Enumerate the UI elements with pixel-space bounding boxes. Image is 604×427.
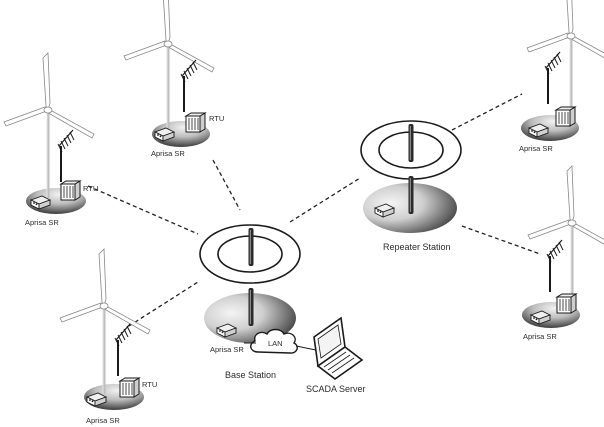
lan-label: LAN [268, 339, 283, 348]
aprisa-label: Aprisa SR [151, 149, 185, 158]
rtu-label: RTU [142, 380, 157, 389]
aprisa-label: Aprisa SR [519, 144, 553, 153]
aprisa-label: Aprisa SR [523, 332, 557, 341]
radio-links [87, 93, 541, 327]
wind-turbine-icon [122, 0, 216, 134]
yagi-antenna-icon [544, 51, 562, 105]
link-left-top-base [87, 185, 199, 235]
remote-site-left-bottom: RTU Aprisa SR [58, 247, 157, 425]
rtu-label: RTU [209, 114, 224, 123]
scada-server-label: SCADA Server [306, 384, 366, 394]
link-top-base [212, 159, 241, 211]
base-station-label: Base Station [225, 370, 276, 380]
omni-antenna-icon [408, 124, 414, 162]
omni-antenna-icon [248, 228, 254, 266]
aprisa-label: Aprisa SR [86, 416, 120, 425]
wind-turbine-icon [526, 164, 604, 313]
wind-turbine-icon [2, 51, 96, 200]
remote-site-left-top: RTU Aprisa SR [2, 51, 98, 227]
laptop-connector [295, 345, 317, 351]
yagi-antenna-icon [546, 239, 564, 293]
radio-wave-ring-outer [199, 224, 301, 284]
link-left-bottom-base [128, 281, 199, 327]
omni-antenna-icon [408, 176, 414, 214]
link-repeater-top-right [451, 93, 523, 131]
rtu-cabinet-icon [60, 180, 81, 201]
repeater-station: Repeater Station [360, 120, 462, 252]
yagi-antenna-icon [180, 59, 198, 113]
link-repeater-bottom-right [461, 225, 541, 255]
link-base-repeater [289, 177, 361, 223]
yagi-antenna-icon [57, 129, 75, 183]
remote-site-right-bottom: Aprisa SR [522, 164, 604, 341]
lan-cloud-icon: LAN [250, 328, 298, 354]
yagi-antenna-icon [114, 323, 132, 377]
rtu-cabinet-icon [556, 293, 577, 314]
aprisa-label: Aprisa SR [25, 218, 59, 227]
rtu-cabinet-icon [555, 106, 576, 127]
laptop-icon [313, 316, 364, 380]
remote-site-right-top: Aprisa SR [519, 0, 604, 153]
aprisa-label: Aprisa SR [210, 345, 244, 354]
remote-site-top: RTU Aprisa SR [122, 0, 224, 158]
rtu-cabinet-icon [119, 377, 140, 398]
rtu-label: RTU [83, 184, 98, 193]
base-station: Aprisa SR Base Station [199, 224, 301, 380]
rtu-cabinet-icon [185, 112, 206, 133]
wind-turbine-icon [525, 0, 604, 126]
omni-antenna-icon [248, 288, 254, 326]
repeater-station-label: Repeater Station [383, 242, 451, 252]
